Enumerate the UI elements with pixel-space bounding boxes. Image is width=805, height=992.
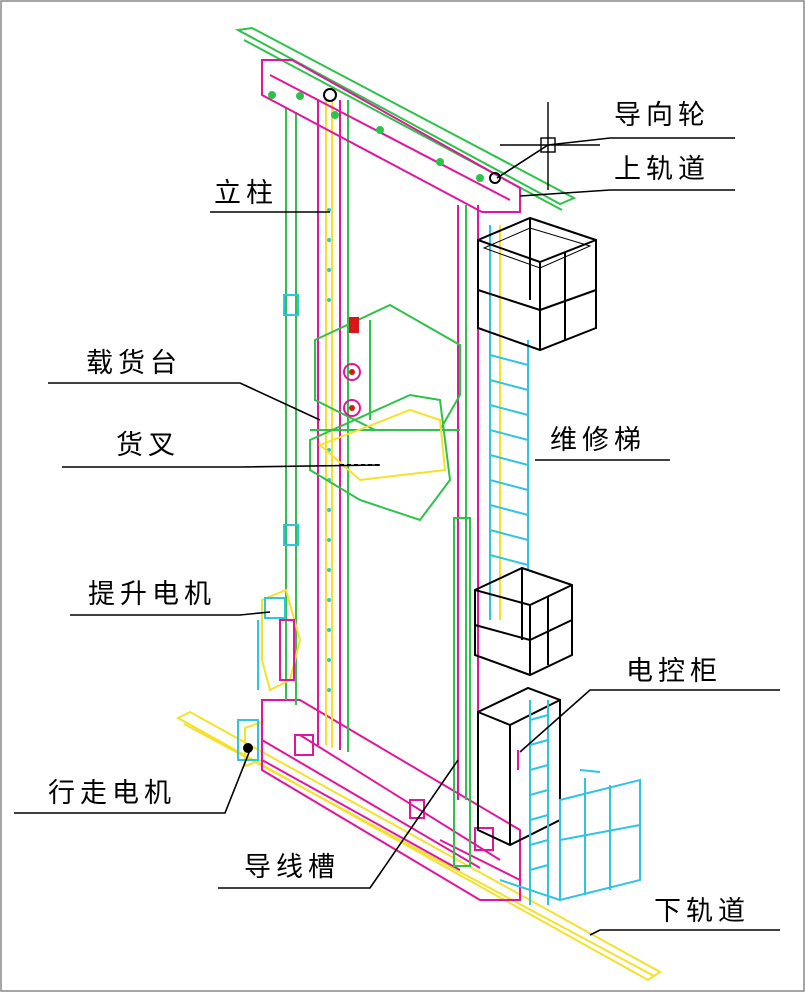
label-hoist-motor: 提升电机 (88, 579, 216, 610)
label-ladder: 维修梯 (550, 425, 646, 456)
label-fork: 货叉 (116, 430, 180, 461)
leader-cable-duct (218, 759, 459, 889)
label-travel-motor: 行走电机 (48, 778, 176, 809)
maintenance-ladder-shape (489, 225, 529, 620)
column-bolts (327, 208, 331, 692)
label-guide-wheel: 导向轮 (614, 100, 710, 131)
label-cable-duct: 导线槽 (244, 852, 340, 883)
leader-lines (14, 137, 780, 936)
leader-guide-wheel (496, 137, 735, 179)
lower-cage-shape (474, 566, 573, 677)
top-beam-dots (268, 91, 484, 182)
bottom-frame-shape (261, 699, 521, 901)
platform-shape (499, 700, 641, 905)
label-upper-rail: 上轨道 (614, 154, 710, 185)
leader-fork (62, 464, 381, 468)
left-column-shape (283, 100, 349, 752)
hoist-motor-shape (257, 588, 302, 692)
carriage-shape (309, 303, 461, 522)
leader-upper-rail (519, 189, 735, 197)
leader-carriage (48, 382, 321, 421)
leader-control-cabinet (519, 689, 780, 753)
leader-travel-motor (14, 749, 251, 814)
label-carriage: 载货台 (86, 348, 182, 379)
label-lower-rail: 下轨道 (654, 896, 750, 927)
label-column: 立柱 (214, 178, 278, 209)
upper-cage-shape (477, 216, 597, 352)
guide-wheel-shape (323, 88, 501, 184)
label-control-cabinet: 电控柜 (626, 656, 722, 687)
upper-rail-shape (234, 26, 577, 213)
leader-lower-rail (589, 929, 780, 936)
leader-hoist-motor (70, 611, 271, 616)
